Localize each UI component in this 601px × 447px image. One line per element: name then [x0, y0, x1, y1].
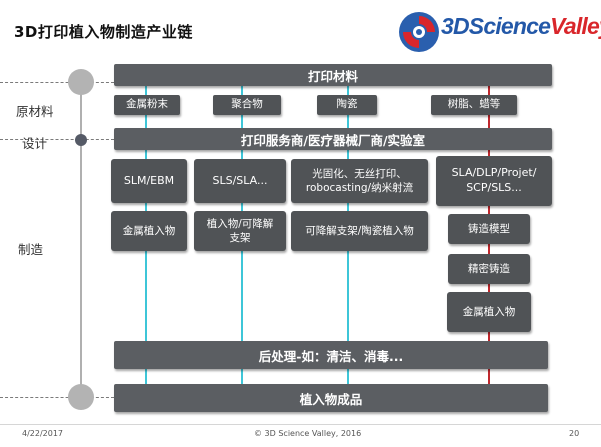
material-chip: 聚合物 [213, 95, 281, 115]
product-box: 植入物/可降解 支架 [194, 211, 286, 251]
technology-box: 光固化、无丝打印、 robocasting/纳米射流 [291, 159, 428, 203]
material-chip: 金属粉末 [114, 95, 180, 115]
stage-axis [80, 70, 82, 402]
dashed-separator [0, 82, 114, 83]
stage-marker-circle [68, 69, 94, 95]
footer-date: 4/22/2017 [22, 429, 64, 438]
casting-chain-box: 铸造模型 [448, 214, 530, 244]
stage-marker-dot [75, 134, 87, 146]
technology-box: SLM/EBM [111, 159, 187, 203]
technology-box: SLA/DLP/Projet/ SCP/SLS... [436, 156, 552, 206]
swirl-globe-icon [399, 12, 439, 52]
stage-marker-circle [68, 384, 94, 410]
logo-text-red: Valley [550, 13, 601, 39]
footer-copyright: © 3D Science Valley, 2016 [254, 429, 362, 438]
stage-label-design: 设计 [22, 136, 48, 151]
logo-text-blue: 3DScience [441, 13, 551, 39]
stage-label-raw-materials: 原材料 [16, 104, 54, 119]
bar-service-providers: 打印服务商/医疗器械厂商/实验室 [114, 128, 552, 150]
stage-label-manufacturing: 制造 [18, 242, 44, 257]
bar-post-processing: 后处理-如：清洁、消毒... [114, 341, 548, 369]
product-box: 金属植入物 [111, 211, 187, 251]
footer-page-number: 20 [569, 429, 580, 438]
product-box: 可降解支架/陶瓷植入物 [291, 211, 428, 251]
page-title: 3D打印植入物制造产业链 [14, 23, 193, 41]
footer-divider [0, 424, 601, 425]
casting-chain-box: 精密铸造 [448, 254, 530, 284]
dashed-separator [0, 397, 114, 398]
bar-print-materials: 打印材料 [114, 64, 552, 86]
material-chip: 陶瓷 [317, 95, 377, 115]
technology-box: SLS/SLA... [194, 159, 286, 203]
casting-chain-box: 金属植入物 [447, 292, 531, 332]
material-chip: 树脂、蜡等 [431, 95, 517, 115]
bar-final-implant: 植入物成品 [114, 384, 548, 412]
dashed-separator [0, 139, 114, 140]
